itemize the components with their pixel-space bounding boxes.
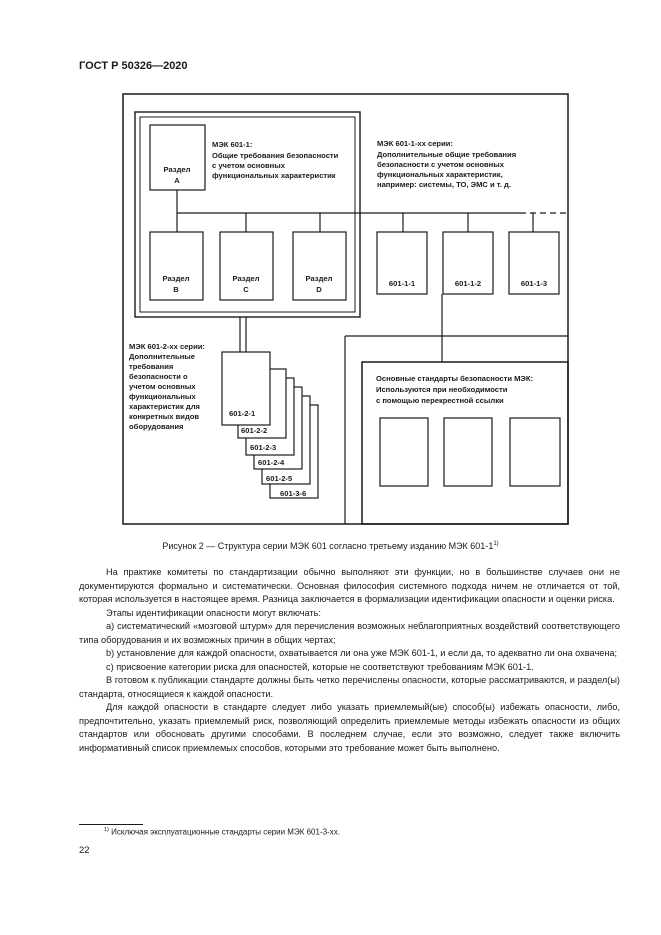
paragraph: Для каждой опасности в стандарте следует…: [79, 702, 620, 753]
basic-standard-box-2: [443, 417, 493, 487]
particular-601-2-3-label: 601-2-3: [250, 443, 276, 452]
particular-601-2-1-label: 601-2-1: [229, 409, 256, 418]
figure-caption: Рисунок 2 — Структура серии МЭК 601 согл…: [162, 541, 499, 551]
collateral-601-1-3-label: 601-1-3: [521, 279, 547, 288]
collateral-601-1-1-label: 601-1-1: [389, 279, 416, 288]
particular-601-2-5-label: 601-2-5: [266, 474, 293, 483]
list-item: b) установление для каждой опасности, ох…: [106, 648, 618, 658]
paragraph: Этапы идентификации опасности могут вклю…: [106, 607, 321, 618]
paragraph: На практике комитеты по стандартизации о…: [79, 567, 620, 604]
basic-standards-box: [361, 361, 569, 525]
list-item: c) присвоение категории риска для опасно…: [106, 661, 534, 672]
particular-601-2-4-label: 601-2-4: [258, 458, 285, 467]
particular-card-1: [221, 351, 271, 426]
paragraph: В готовом к публикации стандарте должны …: [79, 675, 620, 699]
list-item: а) систематический «мозговой штурм» для …: [79, 621, 620, 645]
basic-standards-label: Основные стандарты безопасности МЭК:Испо…: [376, 374, 533, 405]
particular-601-2-2-label: 601-2-2: [241, 426, 267, 435]
basic-standard-box-1: [379, 417, 429, 487]
particular-601-3-6-label: 601-3-6: [280, 489, 306, 498]
basic-standard-box-3: [509, 417, 561, 487]
collateral-601-1-1-box: [376, 231, 428, 295]
iec601-1-outer-box: [134, 111, 361, 318]
document-header: ГОСТ Р 50326—2020: [79, 60, 188, 72]
footnote: 1) Исключая эксплуатационные стандарты с…: [104, 827, 340, 837]
page-number: 22: [79, 845, 90, 856]
series-1xx-label: МЭК 601-1-xx серии:Дополнительные общие …: [377, 139, 516, 189]
body-text: На практике комитеты по стандартизации о…: [79, 566, 620, 755]
iec601-1-inner-box: [139, 116, 356, 313]
collateral-601-1-2-label: 601-1-2: [455, 279, 481, 288]
collateral-601-1-3-box: [508, 231, 560, 295]
collateral-601-1-2-box: [442, 231, 494, 295]
footnote-separator: [79, 824, 143, 825]
